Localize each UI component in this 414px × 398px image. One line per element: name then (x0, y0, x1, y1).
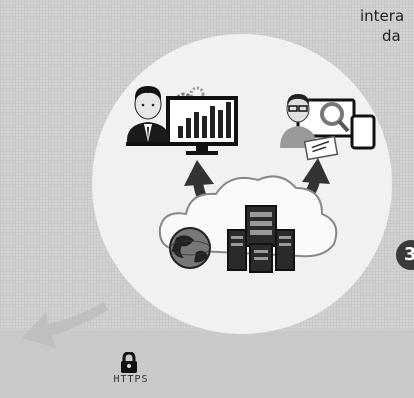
tablet-icon (350, 114, 376, 150)
user-glasses-icon (280, 94, 318, 148)
heading-line-1: intera (360, 7, 405, 25)
step-number-badge: 3 (396, 240, 414, 270)
businessman-monitor-icon (126, 86, 172, 146)
cropped-heading-text: intera da (360, 6, 414, 46)
server-icon (227, 205, 295, 273)
https-label: HTTPS (113, 374, 149, 385)
lock-icon (121, 352, 137, 373)
heading-line-2: da (382, 27, 401, 45)
globe-icon (169, 227, 211, 269)
https-indicator: HTTPS (96, 352, 166, 392)
arrow-icon (22, 302, 108, 348)
chart-icon (166, 96, 238, 155)
background-bottom-band (0, 330, 414, 398)
document-icon (303, 135, 339, 161)
